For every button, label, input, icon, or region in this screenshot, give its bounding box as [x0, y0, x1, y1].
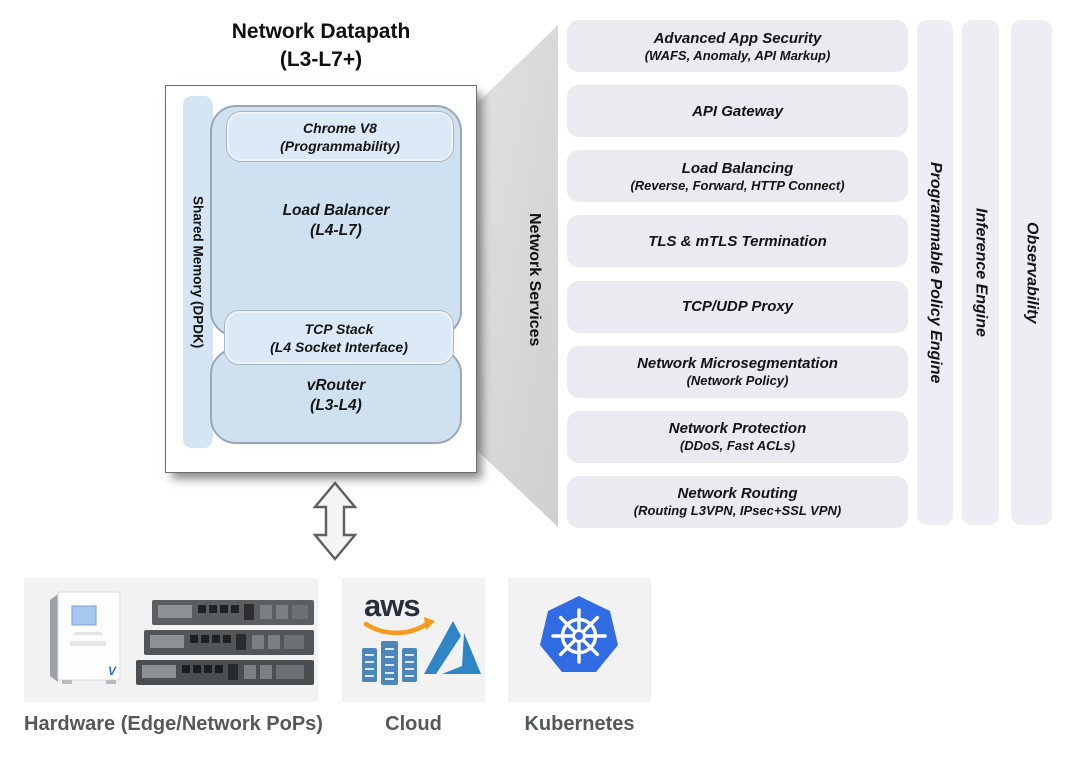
title-line1: Network Datapath — [231, 20, 411, 43]
service-pill-title: Advanced App Security — [653, 29, 822, 47]
network-services-funnel — [463, 25, 558, 527]
service-pill-subtitle: (DDoS, Fast ACLs) — [679, 438, 796, 454]
chrome-v8-box: Chrome V8 (Programmability) — [227, 112, 453, 161]
service-pill-title: TLS & mTLS Termination — [648, 232, 827, 250]
programmable-policy-engine-bar: Programmable Policy Engine — [917, 20, 953, 525]
chrome-v8-title: Chrome V8 — [303, 119, 377, 136]
tcp-stack-title: TCP Stack — [304, 320, 374, 337]
service-pill: Network Protection(DDoS, Fast ACLs) — [567, 410, 908, 463]
cloud-logos-icon: aws — [362, 588, 481, 685]
kubernetes-label: Kubernetes — [524, 713, 635, 735]
rack-servers-icon — [136, 600, 314, 685]
service-pill-subtitle: (Network Policy) — [686, 373, 789, 389]
service-pill-subtitle: (Routing L3VPN, IPsec+SSL VPN) — [633, 503, 842, 519]
service-pill: TCP/UDP Proxy — [567, 280, 908, 333]
cloud-label: Cloud — [385, 713, 442, 735]
inference-engine-bar: Inference Engine — [962, 20, 999, 525]
shared-memory-label: Shared Memory (DPDK) — [190, 195, 206, 349]
service-pill: Load Balancing(Reverse, Forward, HTTP Co… — [567, 150, 908, 203]
tcp-stack-subtitle: (L4 Socket Interface) — [270, 338, 408, 355]
hardware-tile: V — [24, 578, 318, 702]
network-services-label: Network Services — [526, 213, 543, 347]
aws-servers-icon — [362, 641, 417, 685]
service-pill-title: Network Microsegmentation — [637, 355, 838, 373]
service-pill: Network Routing(Routing L3VPN, IPsec+SSL… — [567, 475, 908, 528]
service-pill: Advanced App Security(WAFS, Anomaly, API… — [567, 20, 908, 72]
datapath-box: Shared Memory (DPDK) Load Balancer (L4-L… — [165, 85, 477, 473]
kubernetes-tile — [508, 578, 651, 702]
network-services-list: Advanced App Security(WAFS, Anomaly, API… — [567, 20, 908, 528]
bidirectional-arrow-icon — [313, 481, 357, 561]
service-pill: TLS & mTLS Termination — [567, 215, 908, 268]
service-pill-title: API Gateway — [692, 102, 783, 120]
load-balancer-title: Load Balancer — [282, 202, 390, 219]
cloud-tile: aws — [342, 578, 485, 702]
chrome-v8-subtitle: (Programmability) — [280, 137, 400, 154]
svg-text:V: V — [108, 664, 117, 678]
hardware-appliances-icon: V — [50, 591, 314, 685]
tcp-stack-box: TCP Stack (L4 Socket Interface) — [225, 311, 453, 364]
diagram-title: Network Datapath (L3-L7+) — [165, 18, 477, 74]
load-balancer-subtitle: (L4-L7) — [310, 222, 362, 239]
service-pill: API Gateway — [567, 85, 908, 138]
svg-text:aws: aws — [364, 588, 420, 623]
title-line2: (L3-L7+) — [279, 48, 363, 71]
service-pill-title: TCP/UDP Proxy — [681, 298, 794, 316]
hardware-label: Hardware (Edge/Network PoPs) — [24, 713, 323, 735]
observability-bar: Observability — [1011, 20, 1052, 525]
aws-logo-icon: aws — [363, 588, 435, 636]
service-pill-title: Network Protection — [668, 420, 807, 438]
vrouter-title: vRouter — [306, 377, 366, 394]
vrouter-subtitle: (L3-L4) — [310, 397, 362, 414]
kubernetes-logo-icon — [540, 596, 618, 672]
service-pill-title: Load Balancing — [681, 159, 794, 177]
service-pill-title: Network Routing — [677, 485, 798, 503]
appliance-icon: V — [50, 591, 121, 684]
service-pill-subtitle: (WAFS, Anomaly, API Markup) — [644, 47, 831, 63]
service-pill-subtitle: (Reverse, Forward, HTTP Connect) — [630, 177, 845, 193]
azure-logo-icon — [424, 621, 481, 674]
service-pill: Network Microsegmentation(Network Policy… — [567, 345, 908, 398]
shared-memory-bar: Shared Memory (DPDK) — [183, 96, 213, 448]
